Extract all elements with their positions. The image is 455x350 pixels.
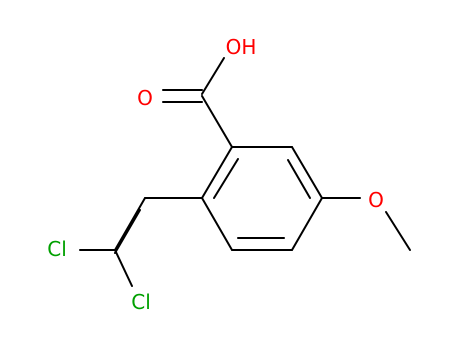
ring-bond-5 <box>201 197 233 251</box>
bond-c-oh <box>201 57 225 95</box>
hydroxyl-label: OH <box>225 35 257 59</box>
bond-vinyl-double-a <box>114 197 146 251</box>
ring-bond-2 <box>291 146 323 199</box>
bonds <box>79 57 411 287</box>
bond-vinyl-cl-bottom <box>114 249 133 287</box>
bond-carboxyl-ring <box>201 95 233 148</box>
bond-methoxy-o-ch3 <box>385 211 411 251</box>
ring-bond-6-inner <box>213 158 239 199</box>
ring-bond-3 <box>291 197 323 251</box>
carbonyl-oxygen-label: O <box>137 86 153 110</box>
chlorine-bottom-label: Cl <box>131 290 151 314</box>
ring-bond-6 <box>201 146 233 199</box>
bond-vinyl-double-b <box>114 209 141 254</box>
methoxy-oxygen-label: O <box>368 188 384 212</box>
ring-bond-2-inner <box>287 159 311 199</box>
chlorine-top-label: Cl <box>47 237 67 261</box>
